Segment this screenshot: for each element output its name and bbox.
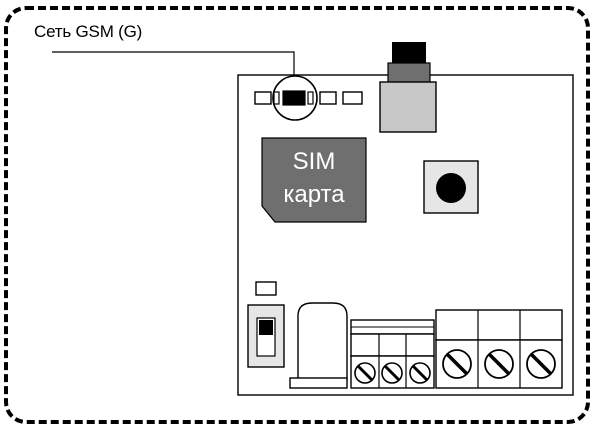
round-push-button-icon bbox=[436, 173, 466, 203]
led-indicator bbox=[273, 91, 280, 105]
terminal-screw-icon bbox=[354, 362, 376, 384]
terminal-screw-icon bbox=[442, 349, 472, 379]
small-component bbox=[255, 281, 277, 296]
reset-button bbox=[423, 160, 479, 214]
terminal-screw-icon bbox=[484, 349, 514, 379]
dip-switch bbox=[247, 304, 285, 368]
led-row bbox=[254, 75, 363, 121]
terminal-screw-icon bbox=[409, 362, 431, 384]
large-terminal-block bbox=[435, 309, 563, 389]
led-indicator bbox=[254, 91, 272, 105]
terminal-screw-icon bbox=[381, 362, 403, 384]
gsm-led-icon bbox=[282, 90, 306, 106]
terminal-screw-icon bbox=[526, 349, 556, 379]
sim-card bbox=[261, 137, 367, 223]
antenna-connector bbox=[379, 42, 437, 133]
relay-component bbox=[289, 302, 348, 389]
sim-card-label-line1: SIM bbox=[293, 148, 336, 175]
gsm-led-highlight-circle bbox=[272, 75, 318, 121]
led-indicator bbox=[307, 91, 314, 105]
callout-leader-line bbox=[52, 51, 295, 80]
sim-card-label-line2: карта bbox=[283, 181, 345, 208]
gsm-network-label: Сеть GSM (G) bbox=[34, 22, 143, 41]
led-indicator bbox=[342, 91, 363, 105]
small-terminal-block bbox=[350, 319, 435, 389]
led-indicator bbox=[319, 91, 337, 105]
sim-card-slot: SIM карта bbox=[261, 137, 367, 223]
